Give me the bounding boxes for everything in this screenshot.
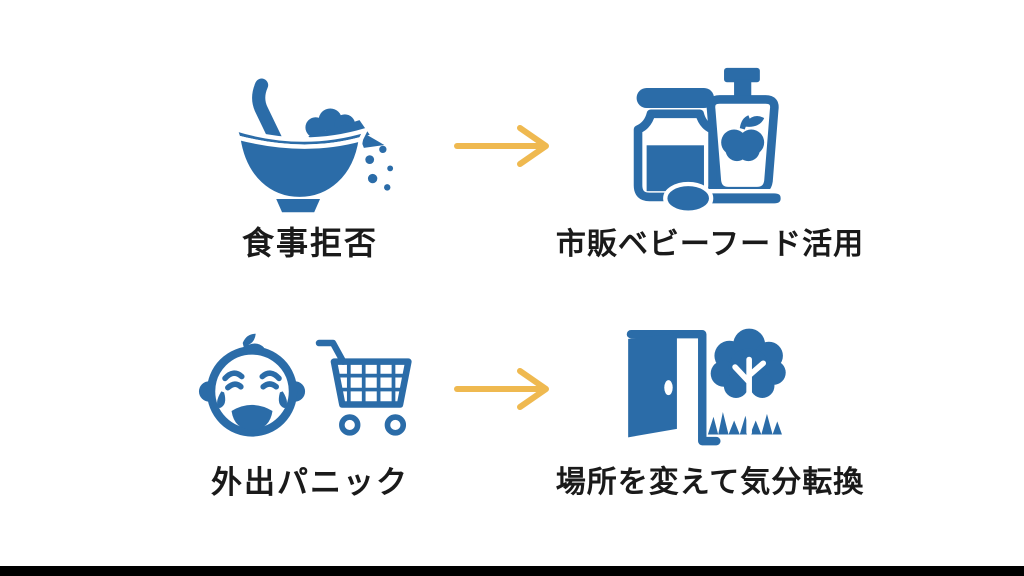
right-arrow-icon: [454, 368, 549, 410]
solution-label-change-of-scenery: 場所を変えて気分転換: [555, 465, 865, 500]
right-arrow-icon: [454, 125, 549, 167]
problem-label-meal-refusal: 食事拒否: [241, 224, 378, 262]
problem-label-outing-panic: 外出パニック: [211, 465, 409, 501]
baby-food-bowl-spill-icon: [231, 78, 394, 213]
open-door-tree-icon: [626, 328, 786, 446]
solution-label-commercial-baby-food: 市販ベビーフード活用: [555, 227, 865, 262]
baby-food-jar-pouch-spoon-icon: [633, 67, 785, 215]
bottom-letterbox-bar: [0, 566, 1024, 576]
crying-baby-shopping-cart-icon: [198, 333, 412, 437]
